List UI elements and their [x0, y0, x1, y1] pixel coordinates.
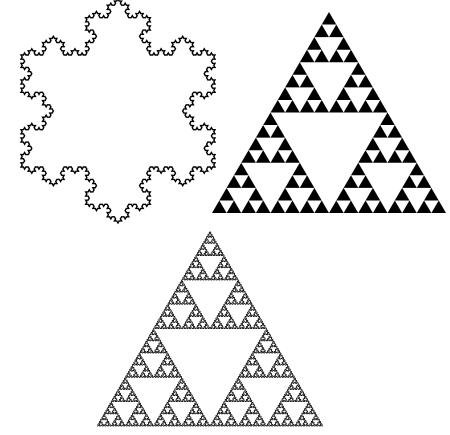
koch-snowflake-outline — [21, 0, 215, 223]
sierpinski-arrowhead-curve — [97, 232, 323, 426]
sierpinski-triangle — [212, 12, 446, 213]
koch-snowflake — [21, 0, 215, 223]
sierpinski-arrowhead-path — [97, 232, 323, 426]
